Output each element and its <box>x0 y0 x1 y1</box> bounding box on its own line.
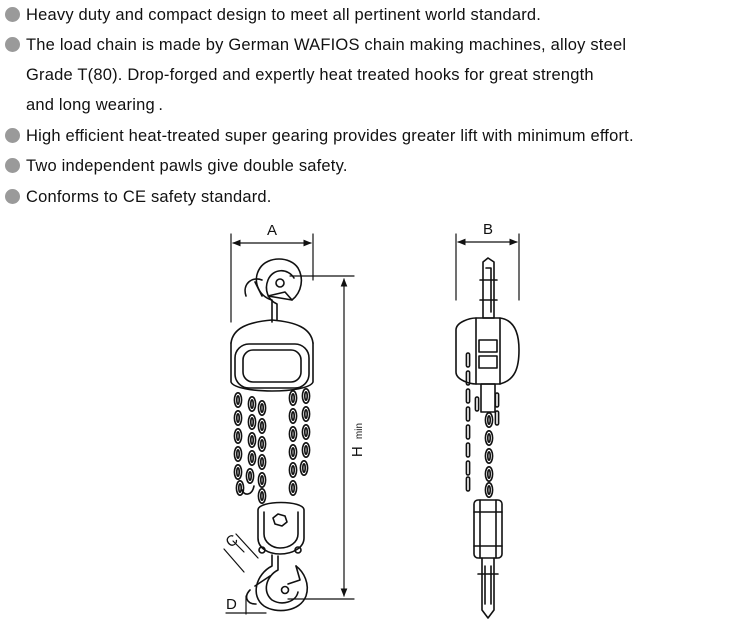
bullet-icon <box>5 37 20 52</box>
feature-item: The load chain is made by German WAFIOS … <box>0 30 626 120</box>
feature-item: Conforms to CE safety standard. <box>0 182 272 212</box>
dimension-a <box>230 233 314 323</box>
dimension-a-label: A <box>267 222 277 239</box>
bottom-hook <box>245 554 309 612</box>
feature-item: Heavy duty and compact design to meet al… <box>0 0 541 30</box>
side-top-hook <box>479 257 498 319</box>
feature-text: Heavy duty and compact design to meet al… <box>26 6 542 24</box>
load-chain <box>257 387 311 505</box>
side-view: B <box>455 221 520 619</box>
bullet-icon <box>5 158 20 173</box>
feature-text: Conforms to CE safety standard. <box>26 188 272 206</box>
hand-chain <box>233 391 257 497</box>
front-view: A H min <box>222 222 366 615</box>
feature-item: Two independent pawls give double safety… <box>0 151 348 181</box>
side-chains <box>465 352 500 499</box>
side-body <box>455 317 520 413</box>
top-hook <box>244 258 303 323</box>
side-bottom-block <box>473 499 503 559</box>
dimension-d <box>225 595 267 615</box>
side-bottom-hook <box>477 557 499 619</box>
bullet-icon <box>5 189 20 204</box>
feature-text: and long wearing . <box>26 96 164 114</box>
dimension-d-label: D <box>226 596 237 613</box>
feature-item: High efficient heat-treated super gearin… <box>0 121 634 151</box>
feature-text: The load chain is made by German WAFIOS … <box>26 36 627 54</box>
feature-text: Two independent pawls give double safety… <box>26 157 348 175</box>
dimension-b-label: B <box>483 221 493 238</box>
bullet-icon <box>5 7 20 22</box>
dimension-b <box>455 233 520 301</box>
dimension-c <box>223 533 259 573</box>
bullet-icon <box>5 128 20 143</box>
feature-text: Grade T(80). Drop-forged and expertly he… <box>26 66 594 84</box>
feature-text: High efficient heat-treated super gearin… <box>26 127 634 145</box>
hoist-body <box>230 319 314 392</box>
dimension-c-label: C <box>222 531 241 551</box>
dimension-h-label: H min <box>349 423 366 457</box>
bottom-block <box>257 501 305 555</box>
